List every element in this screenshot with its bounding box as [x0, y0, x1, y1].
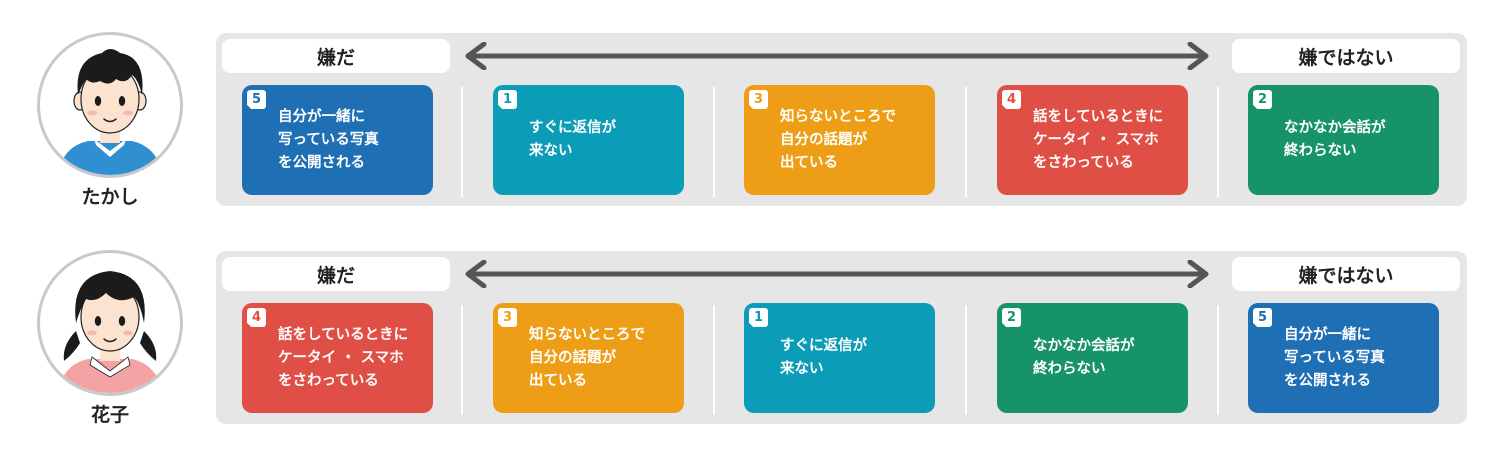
card-text: 知らないところで 自分の話題が 出ている [529, 326, 645, 389]
rank-badge: 2 [1253, 90, 1272, 109]
card: 3 知らないところで 自分の話題が 出ている [744, 85, 935, 195]
card-text: 自分が一緒に 写っている写真 を公開される [278, 108, 379, 171]
card: 4 話をしているときに ケータイ ・ スマホ をさわっている [997, 85, 1188, 195]
card: 5 自分が一緒に 写っている写真 を公開される [242, 85, 433, 195]
divider [965, 87, 967, 197]
card: 1 すぐに返信が 来ない [493, 85, 684, 195]
card: 2 なかなか会話が 終わらない [1248, 85, 1439, 195]
card-text: 話をしているときに ケータイ ・ スマホ をさわっている [278, 326, 409, 389]
divider [1217, 87, 1219, 197]
card: 2 なかなか会話が 終わらない [997, 303, 1188, 413]
divider [965, 305, 967, 415]
label-dislike: 嫌だ [222, 39, 450, 73]
card: 5 自分が一緒に 写っている写真 を公開される [1248, 303, 1439, 413]
label-dislike: 嫌だ [222, 257, 450, 291]
card: 1 すぐに返信が 来ない [744, 303, 935, 413]
divider [713, 305, 715, 415]
card-text: 知らないところで 自分の話題が 出ている [780, 108, 896, 171]
rank-badge: 3 [749, 90, 768, 109]
card-text: 自分が一緒に 写っている写真 を公開される [1284, 326, 1385, 389]
divider [461, 87, 463, 197]
divider [461, 305, 463, 415]
person-name: たかし [81, 186, 139, 208]
rank-badge: 5 [247, 90, 266, 109]
rank-badge: 4 [1002, 90, 1021, 109]
person-name: 花子 [90, 404, 129, 426]
label-not-dislike: 嫌ではない [1232, 257, 1460, 291]
row-hanako: 花子 嫌だ 嫌ではない 4 話をしているときに ケータイ ・ スマホ をさわって… [0, 248, 1499, 428]
divider [1217, 305, 1219, 415]
ranking-panel: 嫌だ 嫌ではない 5 自分が一緒に 写っている写真 を公開される 1 すぐに返信… [216, 33, 1467, 206]
rank-badge: 3 [498, 308, 517, 327]
card-text: 話をしているときに ケータイ ・ スマホ をさわっている [1033, 108, 1164, 171]
rank-badge: 1 [498, 90, 517, 109]
row-takashi: たかし 嫌だ 嫌ではない 5 自分が一緒に 写っている写真 を公開される 1 す… [0, 30, 1499, 210]
rank-badge: 1 [749, 308, 768, 327]
card-text: すぐに返信が 来ない [529, 120, 616, 159]
avatar-boy-icon [37, 32, 183, 178]
rank-badge: 4 [247, 308, 266, 327]
label-not-dislike: 嫌ではない [1232, 39, 1460, 73]
double-arrow-icon [465, 42, 1209, 70]
rank-badge: 5 [1253, 308, 1272, 327]
card-text: なかなか会話が 終わらない [1284, 120, 1386, 159]
card-text: すぐに返信が 来ない [780, 338, 867, 377]
ranking-panel: 嫌だ 嫌ではない 4 話をしているときに ケータイ ・ スマホ をさわっている … [216, 251, 1467, 424]
rank-badge: 2 [1002, 308, 1021, 327]
avatar-girl-icon [37, 250, 183, 396]
card-text: なかなか会話が 終わらない [1033, 338, 1135, 377]
double-arrow-icon [465, 260, 1209, 288]
card: 3 知らないところで 自分の話題が 出ている [493, 303, 684, 413]
card: 4 話をしているときに ケータイ ・ スマホ をさわっている [242, 303, 433, 413]
divider [713, 87, 715, 197]
